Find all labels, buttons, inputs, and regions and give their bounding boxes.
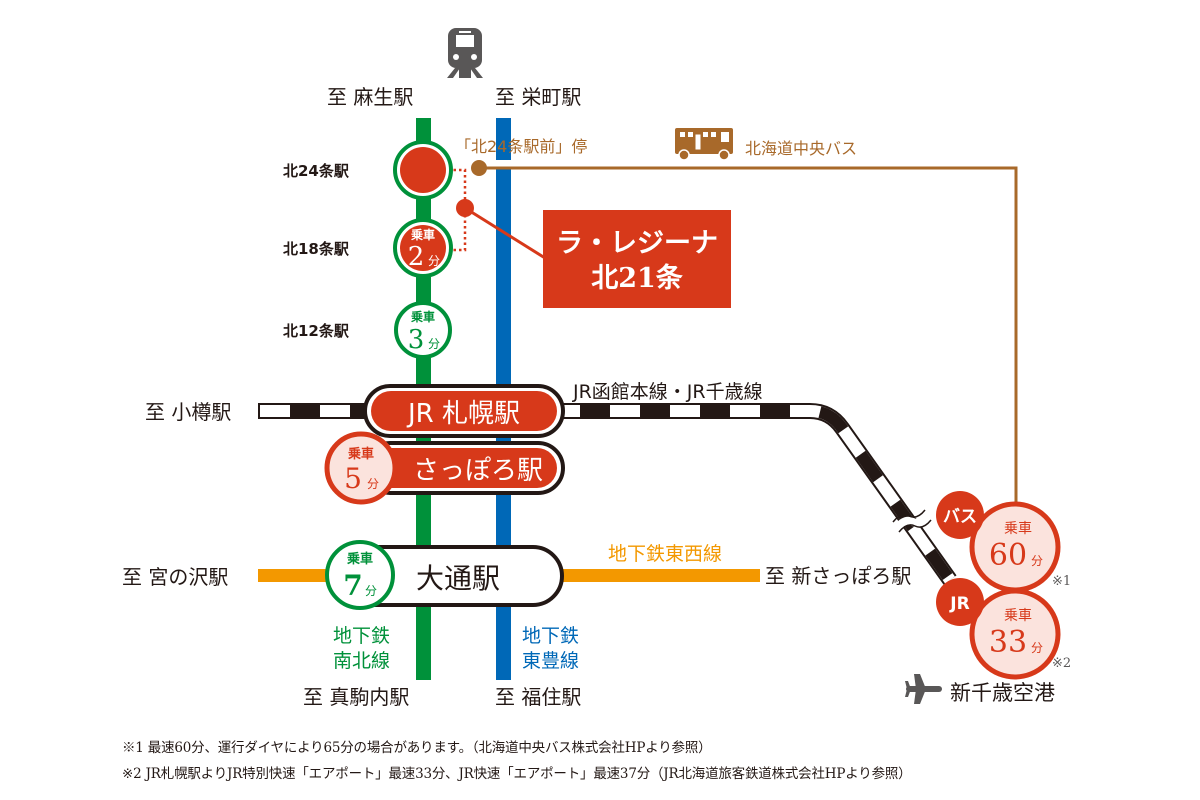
station-label-kita24: 北24条駅 [283,162,350,180]
tozai-line-east [560,569,760,582]
bus-icon [675,128,733,161]
to-sakaemachi-label: 至 栄町駅 [495,85,581,109]
ride-unit: 分 [1031,641,1043,655]
ride-minutes: 5 [344,462,362,495]
ride-minutes: 2 [408,242,425,272]
toho-line-name-2: 東豊線 [522,650,579,672]
station-kita18[interactable]: 乗車 2 分 [393,218,453,278]
toho-line-name-1: 地下鉄 [522,625,579,647]
property-name-line2: 北21条 [591,263,684,294]
property-marker [456,199,474,217]
jr-line-east [560,403,957,585]
namboku-line-name-1: 地下鉄 [333,625,390,647]
ride-unit: 分 [428,337,440,351]
station-name: 大通駅 [416,562,500,595]
ride-label: 乗車 [346,551,373,567]
badge-tag: JR [949,594,969,614]
footnote-2: ※2 JR札幌駅よりJR特別快速「エアポート」最速33分、JR快速「エアポート」… [122,766,912,782]
airplane-icon [905,674,942,704]
ride-minutes: 3 [408,325,425,355]
footnote-ref-2: ※2 [1052,656,1071,671]
tozai-line-west [258,569,338,582]
ride-unit: 分 [365,584,377,598]
ride-label: 乗車 [411,309,435,324]
to-asabu-label: 至 麻生駅 [327,85,413,109]
jr-line-west [258,403,368,419]
bus-company-label: 北海道中央バス [745,139,857,158]
ride-badge-odori: 乗車 7 分 [325,540,395,610]
to-shin-sapporo-label: 至 新さっぽろ駅 [765,564,911,588]
ride-minutes: 7 [343,569,362,602]
bus-stop-marker [471,160,487,176]
ride-minutes: 33 [989,625,1027,660]
airport-label: 新千歳空港 [950,681,1055,705]
station-name: さっぽろ駅 [413,456,543,486]
bus-airport-badge: バス 乗車 60 分 ※1 [936,491,1071,593]
station-label-kita18: 北18条駅 [283,240,350,258]
footnote-ref-1: ※1 [1052,574,1071,589]
ride-label: 乗車 [1004,520,1032,537]
to-fukuzumi-label: 至 福住駅 [495,685,581,709]
ride-label: 乗車 [1004,607,1032,624]
ride-label: 乗車 [411,227,435,242]
ride-badge-sapporo: 乗車 5 分 [324,431,398,505]
to-otaru-label: 至 小樽駅 [145,400,231,424]
property-label: ラ・レジーナ 北21条 [543,210,731,308]
jr-airport-badge: JR 乗車 33 分 ※2 [936,578,1071,680]
ride-unit: 分 [367,477,379,491]
footnote-1: ※1 最速60分、運行ダイヤにより65分の場合があります。（北海道中央バス株式会… [122,740,712,756]
namboku-line-name-2: 南北線 [333,650,390,672]
bus-route [479,166,1018,505]
jr-line-name: JR函館本線・JR千歳線 [572,381,763,403]
ride-label: 乗車 [347,446,374,462]
tozai-line-name: 地下鉄東西線 [608,543,722,565]
station-jr-sapporo[interactable]: JR 札幌駅 [363,384,565,438]
property-name-line1: ラ・レジーナ [556,228,718,259]
bus-stop-label: 「北24条駅前」停 [455,137,587,156]
station-label-kita12: 北12条駅 [283,322,350,340]
to-miyanosawa-label: 至 宮の沢駅 [122,565,228,589]
station-name: JR 札幌駅 [406,399,520,429]
station-kita12[interactable]: 乗車 3 分 [394,301,452,359]
station-kita24[interactable] [393,140,453,200]
ride-unit: 分 [428,254,440,268]
badge-tag: バス [943,507,977,527]
walk-path-kita24 [448,168,467,208]
ride-unit: 分 [1031,554,1043,568]
train-icon [447,28,483,78]
to-makomanai-label: 至 真駒内駅 [303,685,409,709]
station-sapporo[interactable]: さっぽろ駅 [363,441,565,495]
walk-path-kita18 [448,215,467,252]
ride-minutes: 60 [989,538,1027,573]
